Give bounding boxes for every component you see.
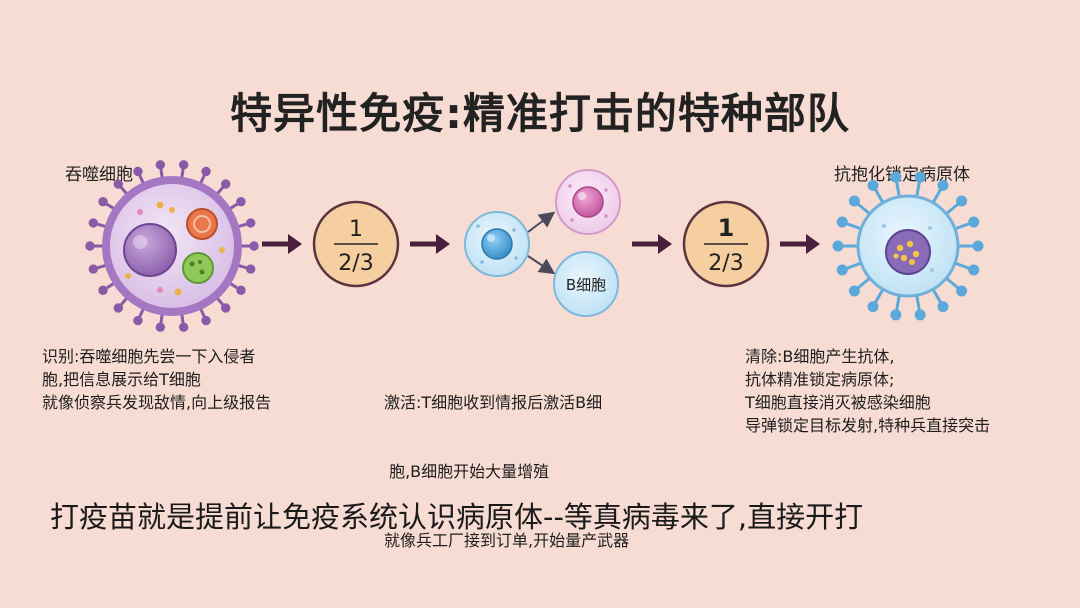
spike-tip [245,218,256,228]
badge1-numerator: 1 [349,217,363,242]
spike-tip [867,301,879,313]
spike-tip [220,303,231,313]
spike-tip [890,309,902,321]
spike-tip [113,303,124,313]
spike-tip [133,315,143,326]
plasma-cell-icon [555,169,621,235]
b-cell-icon: B细胞 [553,251,619,317]
pathogen-antibody-icon [832,171,984,321]
step-activate-text: 激活:T细胞收到情报后激活B细 胞,B细胞开始大量增殖 就像兵工厂接到订单,开始… [384,345,704,575]
spike-tip [937,301,949,313]
step-line: 激活:T细胞收到情报后激活B细 [384,393,603,412]
arrow-icon-2 [410,234,450,254]
summary-text: 打疫苗就是提前让免疫系统认识病原体--等真病毒来了,直接开打 [50,500,864,534]
spike-tip [956,285,968,297]
step-line: 就像侦察兵发现敌情,向上级报告 [42,393,272,412]
spike-tip [201,166,211,177]
antibody-label: 抗抱化锁定病原体 [834,165,970,185]
spike-tip [155,160,166,170]
spike-tip [88,264,99,274]
arrow-icon-4 [780,234,820,254]
spike-tip [249,241,259,251]
page-title: 特异性免疫:精准打击的特种部队 [230,89,850,138]
spike-tip [937,179,949,191]
step-line: 胞,把信息展示给T细胞 [42,370,201,389]
phagocyte-cell-icon [85,160,259,332]
spike-tip [178,160,189,170]
spike-tip [201,315,211,326]
spike-tip [914,309,926,321]
arrow-icon-1 [262,234,302,254]
step-line: 导弹锁定目标发射,特种兵直接突击 [745,416,991,435]
step-clear-text: 清除:B细胞产生抗体, 抗体精准锁定病原体; T细胞直接消灭被感染细胞 导弹锁定… [745,345,1065,437]
spike-tip [220,179,231,189]
immunity-diagram: 1 2/3 B细胞 1 2/3 [85,160,984,332]
badge2-numerator: 1 [718,214,735,242]
b-cell-label: B细胞 [566,276,606,294]
t-cell-icon [464,211,530,277]
step-recognize-text: 识别:吞噬细胞先尝一下入侵者 胞,把信息展示给T细胞 就像侦察兵发现敌情,向上级… [42,345,342,414]
spike-tip [848,195,860,207]
spike-tip [890,171,902,183]
spike-tip [968,216,980,228]
fraction-badge-1: 1 2/3 [312,200,400,288]
spike-tip [98,196,108,207]
spike-tip [968,264,980,276]
step-line: 抗体精准锁定病原体; [745,370,895,389]
step-line: 胞,B细胞开始大量增殖 [384,462,550,481]
spike-tip [178,322,189,332]
spike-tip [236,196,246,207]
split-arrow-up-icon [527,211,556,233]
spike-tip [98,285,108,296]
spike-tip [245,264,256,274]
spike-tip [956,195,968,207]
spike-tip [836,264,848,276]
spike-tip [236,285,246,296]
spike-tip [85,241,95,251]
step-line: 清除:B细胞产生抗体, [745,347,895,366]
spike-tip [972,240,984,252]
spike-tip [133,166,143,177]
spike-tip [914,171,926,183]
spike-tip [836,216,848,228]
fraction-badge-2: 1 2/3 [682,200,770,288]
spike-tip [88,218,99,228]
arrow-icon-3 [632,234,672,254]
step-line: 就像兵工厂接到订单,开始量产武器 [384,531,630,550]
step-line: 识别:吞噬细胞先尝一下入侵者 [42,347,256,366]
spike-tip [867,179,879,191]
spike-tip [848,285,860,297]
spike-tip [832,240,844,252]
spike-tip [155,322,166,332]
badge1-denominator: 2/3 [338,251,373,276]
badge2-denominator: 2/3 [708,251,743,276]
step-line: T细胞直接消灭被感染细胞 [745,393,931,412]
split-arrow-down-icon [527,255,556,275]
spike-tip [113,179,124,189]
